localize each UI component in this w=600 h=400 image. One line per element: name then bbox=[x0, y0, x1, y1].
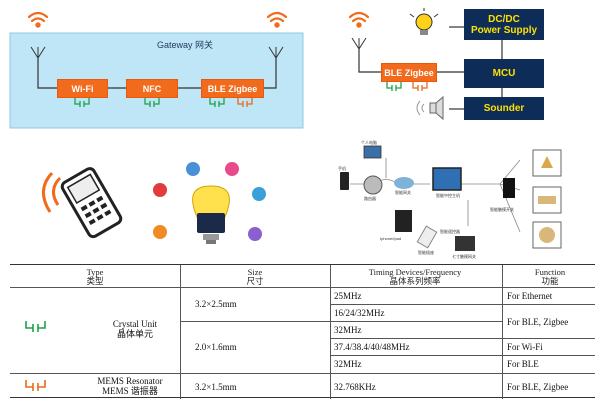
spec-table: Type 类型 Size 尺寸 Timing Devices/Frequency… bbox=[10, 264, 595, 399]
table-divider bbox=[180, 265, 181, 399]
network-label: Iphone/Ipad bbox=[380, 236, 402, 241]
header-function: Function 功能 bbox=[510, 268, 590, 286]
network-label: 个人电脑 bbox=[361, 140, 377, 145]
crystal-icon bbox=[25, 321, 46, 332]
header-size-en: Size bbox=[247, 267, 263, 277]
wifi-icon bbox=[266, 11, 288, 28]
crystal-icon bbox=[386, 82, 402, 91]
frequency-cell: 32MHz bbox=[334, 325, 362, 335]
sounder-block: Sounder bbox=[464, 97, 544, 120]
network-label: 智能遥控器 bbox=[440, 229, 460, 234]
table-divider bbox=[330, 355, 595, 356]
mems-resonator-zh: MEMS 谐振器 bbox=[102, 386, 158, 396]
function-cell: For Wi-Fi bbox=[507, 342, 543, 352]
frequency-cell: 16/24/32MHz bbox=[334, 308, 385, 318]
size-cell: 2.0×1.6mm bbox=[195, 342, 237, 352]
header-frequency-en: Timing Devices/Frequency bbox=[368, 267, 462, 277]
device-thumbnails bbox=[340, 145, 562, 251]
header-type: Type 类型 bbox=[50, 268, 140, 286]
size-cell: 3.2×2.5mm bbox=[195, 299, 237, 309]
table-divider bbox=[10, 287, 595, 288]
nfc-block: NFC bbox=[126, 79, 178, 98]
table-divider bbox=[330, 338, 595, 339]
table-divider bbox=[330, 265, 331, 399]
header-type-zh: 类型 bbox=[86, 276, 104, 286]
mems-resonator-label: MEMS Resonator MEMS 谐振器 bbox=[80, 376, 180, 396]
network-label: 智能中控主机 bbox=[436, 193, 460, 198]
function-cell: For Ethernet bbox=[507, 291, 553, 301]
mems-icon bbox=[412, 82, 428, 91]
function-cell: For BLE, Zigbee bbox=[507, 382, 569, 392]
crystal-unit-label: Crystal Unit 晶体单元 bbox=[90, 319, 180, 339]
crystal-icon bbox=[74, 98, 225, 107]
header-frequency: Timing Devices/Frequency 晶体系列频率 bbox=[340, 268, 490, 286]
speaker-icon bbox=[429, 95, 444, 121]
lightbulb-icon bbox=[409, 8, 439, 35]
header-frequency-zh: 晶体系列频率 bbox=[389, 276, 441, 286]
function-cell: For BLE, Zigbee bbox=[507, 317, 569, 327]
network-label: 路由器 bbox=[364, 196, 376, 201]
table-divider bbox=[502, 265, 503, 399]
wifi-icon bbox=[348, 11, 370, 28]
header-type-en: Type bbox=[86, 267, 104, 277]
mems-resonator-en: MEMS Resonator bbox=[97, 376, 163, 386]
header-size: Size 尺寸 bbox=[190, 268, 320, 286]
mcu-block: MCU bbox=[464, 59, 544, 88]
mems-icon bbox=[25, 380, 46, 391]
frequency-cell: 32MHz bbox=[334, 359, 362, 369]
smart-home-icons bbox=[153, 162, 266, 244]
frequency-cell: 32.768KHz bbox=[334, 382, 376, 392]
network-label: 手机 bbox=[338, 166, 346, 171]
connector-lines bbox=[37, 26, 503, 110]
network-label: 智能网关 bbox=[395, 190, 411, 195]
frequency-cell: 25MHz bbox=[334, 291, 362, 301]
crystal-unit-en: Crystal Unit bbox=[112, 319, 158, 329]
network-label: 智能插座 bbox=[418, 250, 434, 255]
mems-icon bbox=[237, 98, 253, 107]
function-cell: For BLE bbox=[507, 359, 539, 369]
table-divider bbox=[330, 304, 595, 305]
wifi-icon bbox=[27, 11, 49, 28]
header-function-zh: 功能 bbox=[541, 276, 559, 286]
network-label: 智能触摸开关 bbox=[490, 207, 514, 212]
ble-zigbee-block: BLE Zigbee bbox=[201, 79, 264, 98]
phone-signal-icon bbox=[42, 167, 123, 239]
size-cell: 3.2×1.5mm bbox=[195, 382, 237, 392]
network-label: 七寸触摸网关 bbox=[452, 254, 476, 259]
table-divider bbox=[180, 321, 502, 322]
header-function-en: Function bbox=[534, 267, 566, 277]
table-divider bbox=[10, 373, 595, 374]
wifi-block: Wi-Fi bbox=[57, 79, 108, 98]
power-supply-block: DC/DC Power Supply bbox=[464, 9, 544, 40]
device-ble-zigbee-block: BLE Zigbee bbox=[381, 63, 437, 82]
frequency-cell: 37.4/38.4/40/48MHz bbox=[334, 342, 410, 352]
header-size-zh: 尺寸 bbox=[246, 276, 264, 286]
gateway-title: Gateway 网关 bbox=[156, 40, 214, 50]
crystal-unit-zh: 晶体单元 bbox=[116, 329, 153, 339]
